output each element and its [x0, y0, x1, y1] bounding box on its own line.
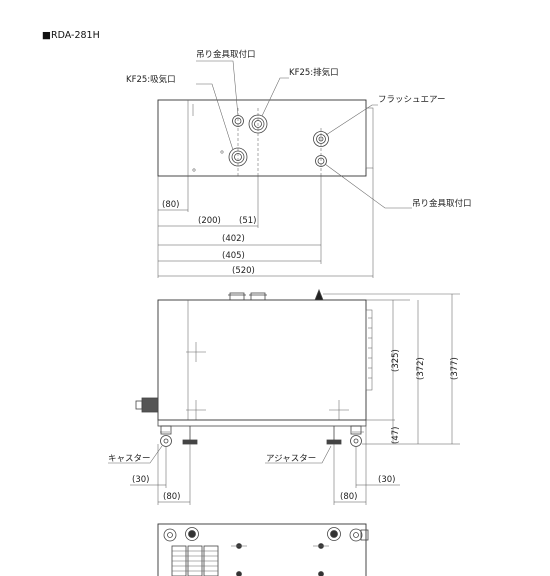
top-view-end-cap — [365, 107, 374, 169]
callout-hanger-top: 吊り金具取付口 — [196, 49, 256, 60]
bottom-connector — [360, 529, 369, 541]
drawing-title: ■RDA-281H — [42, 30, 100, 41]
power-connector — [135, 397, 159, 413]
dim-80-left: (80) — [163, 492, 180, 502]
dim-402: (402) — [222, 234, 245, 244]
dim-405: (405) — [222, 251, 245, 261]
leader-adjuster — [265, 445, 332, 464]
caster-left — [160, 425, 172, 447]
dim-377: (377) — [450, 357, 460, 380]
dim-372: (372) — [416, 357, 426, 380]
top-view: 吊り金具取付口 KF25:排気口 KF25:吸気口 フラッシュエアー 吊り金具取… — [126, 49, 472, 278]
bolt-hole — [318, 571, 324, 576]
crosshair-mark — [186, 342, 206, 362]
bolt-hole — [313, 543, 329, 549]
screw-mark — [220, 150, 224, 154]
dim-30-right: (30) — [378, 475, 395, 485]
callout-intake: KF25:吸気口 — [126, 74, 176, 85]
front-view-end-cap — [365, 309, 373, 391]
callout-flush-air: フラッシュエアー — [378, 95, 446, 105]
top-view-body — [157, 99, 367, 177]
leader-hanger-right — [324, 163, 412, 209]
dim-47: (47) — [391, 427, 401, 444]
leader-exhaust — [261, 77, 289, 117]
callout-adjuster: アジャスター — [266, 454, 316, 464]
bottom-caster-left — [163, 528, 177, 542]
base-plate — [157, 419, 367, 427]
bottom-view — [157, 523, 369, 576]
leader-hanger-top — [196, 60, 239, 117]
dim-30-left: (30) — [132, 475, 149, 485]
dim-520: (520) — [232, 266, 255, 276]
adjuster-left — [182, 426, 198, 445]
bottom-adjuster-right — [327, 527, 341, 541]
vent-grille — [171, 545, 219, 576]
front-view: (325) (372) (377) (47) キャスター アジャスター (30)… — [108, 288, 460, 505]
callout-hanger-right: 吊り金具取付口 — [412, 198, 472, 209]
callout-caster: キャスター — [108, 454, 151, 464]
bottom-caster-right — [349, 528, 363, 542]
callout-exhaust: KF25:排気口 — [289, 67, 339, 78]
screw-mark — [192, 168, 196, 172]
crosshair-mark — [329, 400, 349, 420]
dim-51: (51) — [239, 216, 256, 226]
bolt-hole — [231, 543, 247, 549]
flush-air-nozzle — [314, 288, 324, 301]
leader-intake — [196, 83, 234, 151]
dim-200: (200) — [198, 216, 221, 226]
top-flange — [250, 292, 266, 301]
adjuster-right — [326, 426, 342, 445]
front-view-body — [157, 299, 367, 421]
caster-right — [350, 425, 362, 447]
dim-80-right: (80) — [340, 492, 357, 502]
top-flange — [229, 292, 245, 301]
crosshair-mark — [186, 400, 206, 420]
dim-325: (325) — [391, 349, 401, 372]
bolt-hole — [236, 571, 242, 576]
leader-flush-air — [325, 104, 378, 136]
bottom-adjuster-left — [185, 527, 199, 541]
dim-80: (80) — [162, 200, 179, 210]
